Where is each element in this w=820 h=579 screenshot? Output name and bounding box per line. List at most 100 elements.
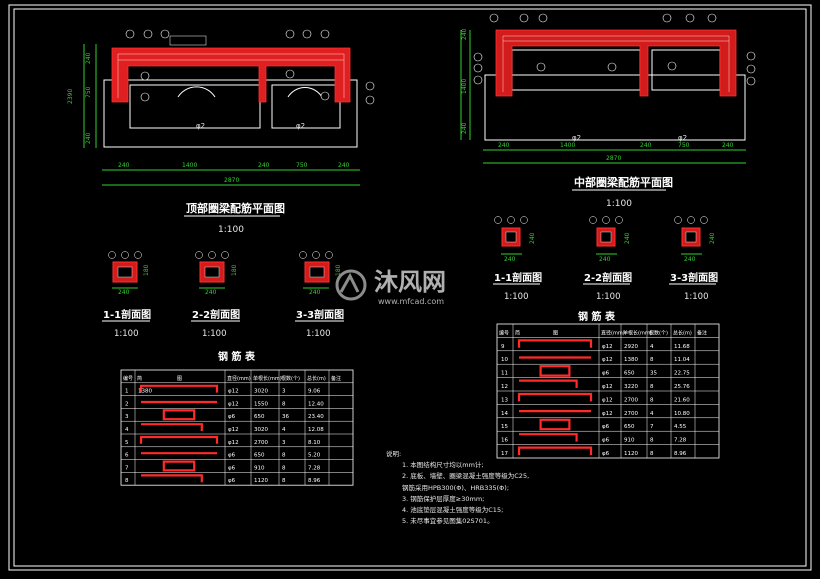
table-cell: 7.28: [674, 438, 687, 444]
note-item: 钢筋采用HPB300(Φ)、HRB335(Φ);: [402, 483, 510, 492]
table-header-cell: 直径(mm): [601, 329, 625, 336]
mid-plan-markers: [473, 13, 756, 86]
section-right-1-core: [505, 231, 517, 243]
section-left-3-core: [309, 266, 325, 278]
table-cell: 3: [282, 389, 286, 395]
mid-plan-dimensions: [460, 30, 746, 164]
watermark-brand: 沐风网: [374, 268, 446, 296]
table-header-cell: 简: [137, 375, 142, 382]
table-cell: 8: [650, 357, 654, 363]
table-cell: φ12: [602, 397, 613, 403]
table-header-cell: 编号: [123, 375, 133, 382]
table-cell: 3220: [624, 384, 638, 390]
table-cell: 3: [282, 440, 286, 446]
table-header-cell: 简: [515, 329, 520, 336]
table-header-cell: 直径(mm): [227, 375, 251, 382]
rebar-shape: [539, 365, 571, 377]
section-right-2-h: 240: [624, 232, 631, 244]
table-header-cell: 图: [553, 330, 558, 336]
table-cell: φ6: [602, 438, 610, 444]
section-right-2-core: [600, 231, 612, 243]
table-cell: 650: [254, 414, 265, 420]
top-dim-left-total: 2390: [67, 89, 74, 104]
notes-list: 1. 本图结构尺寸均以mm计; 2. 底板、墙壁、圈梁混凝土强度等级为C25, …: [386, 460, 529, 527]
top-plan-outline: [103, 79, 358, 148]
table-cell: 4: [650, 344, 654, 350]
table-cell: 8: [282, 453, 286, 459]
top-dim-total: 2870: [224, 177, 239, 184]
table-cell: 25.76: [674, 384, 690, 390]
mid-dim-2: 1400: [560, 142, 575, 149]
section-right-1-w: 240: [504, 256, 516, 263]
mid-plan-ring-beam: [495, 29, 737, 97]
table-cell: φ12: [602, 344, 613, 350]
rebar-shape: [519, 379, 578, 388]
section-right-1-h: 240: [529, 232, 536, 244]
table-cell: 6: [125, 453, 129, 459]
table-cell: 11: [501, 371, 508, 377]
note-item: 4. 池底垫层混凝土强度等级为C15;: [402, 506, 504, 515]
table-header-cell: 单根长(mm): [623, 329, 652, 336]
table-cell: 4: [125, 427, 129, 433]
table-cell: 1120: [254, 478, 268, 484]
table-cell: 8.96: [308, 478, 321, 484]
mid-dim-1: 240: [498, 142, 510, 149]
table-header-cell: 编号: [499, 329, 509, 336]
watermark: 沐风网 www.mfcad.com: [334, 262, 446, 306]
top-plan-chamber-right: [271, 84, 341, 129]
note-item: 2. 底板、墙壁、圈梁混凝土强度等级为C25,: [402, 472, 530, 481]
table-cell: 21.60: [674, 397, 690, 403]
top-plan: 240 1400 240 750 240 2870 2390 240 750 2…: [67, 29, 375, 235]
watermark-url: www.mfcad.com: [378, 297, 445, 306]
table-cell: 1: [125, 389, 129, 395]
notes-heading: 说明:: [386, 450, 402, 458]
section-right-1-scale: 1:100: [504, 292, 529, 302]
table-cell: 16: [501, 438, 508, 444]
rebar-shape: [517, 392, 593, 402]
top-phi-2: φ2: [296, 122, 305, 130]
table-cell: 15: [501, 424, 508, 430]
mid-plan-title: 中部圈梁配筋平面图: [574, 175, 673, 189]
table-cell: 10.80: [674, 411, 690, 417]
table-cell: 12: [501, 384, 508, 390]
table-header-cell: 备注: [331, 375, 341, 382]
top-plan-dimensions: [83, 44, 360, 186]
section-right-1-title: 1-1剖面图: [494, 271, 542, 284]
rebar-shape: [162, 460, 196, 472]
table-cell: 4: [282, 427, 286, 433]
table-cell: 1550: [254, 401, 268, 407]
section-left-3-scale: 1:100: [306, 329, 331, 339]
section-right-2-title: 2-2剖面图: [584, 271, 632, 284]
mid-dim-3: 240: [640, 142, 652, 149]
note-item: 1. 本图结构尺寸均以mm计;: [402, 461, 484, 470]
rebar-shape: [139, 435, 219, 444]
table-cell: 2920: [624, 344, 638, 350]
table-cell: 2700: [254, 440, 268, 446]
table-cell: 12.40: [308, 401, 324, 407]
mid-plan-scale: 1:100: [606, 199, 632, 209]
section-left-1-scale: 1:100: [114, 329, 139, 339]
table-cell: 5: [125, 440, 129, 446]
table-cell: φ12: [602, 384, 613, 390]
top-dim-4: 750: [296, 162, 308, 169]
table-cell: 17: [501, 451, 508, 457]
mid-plan-chamber-right: [651, 49, 721, 91]
table-cell: 650: [624, 371, 635, 377]
table-cell: φ6: [228, 478, 236, 484]
table-cell: φ6: [228, 414, 236, 420]
top-dim-left-1: 240: [85, 52, 92, 64]
rebar-shape: [539, 418, 571, 431]
section-left-3: 240 180 3-3剖面图 1:100: [295, 251, 344, 339]
rebar-shape: [141, 474, 203, 483]
table-cell: 8: [650, 384, 654, 390]
table-cell: 36: [282, 414, 289, 420]
section-right-3-h: 240: [709, 232, 716, 244]
top-dim-left-2: 750: [85, 86, 92, 98]
table-header-cell: 单根长(mm): [253, 375, 282, 382]
sections-left: 240 180 1-1剖面图 1:100 240 180 2-2剖面图 1:10…: [102, 251, 344, 339]
table-header-cell: 图: [177, 376, 182, 382]
mid-dim-left-3: 240: [461, 122, 468, 134]
table-left-title: 钢 筋 表: [218, 350, 256, 363]
notes: 说明: 1. 本图结构尺寸均以mm计; 2. 底板、墙壁、圈梁混凝土强度等级为C…: [386, 449, 529, 527]
table-cell: 3020: [254, 389, 268, 395]
